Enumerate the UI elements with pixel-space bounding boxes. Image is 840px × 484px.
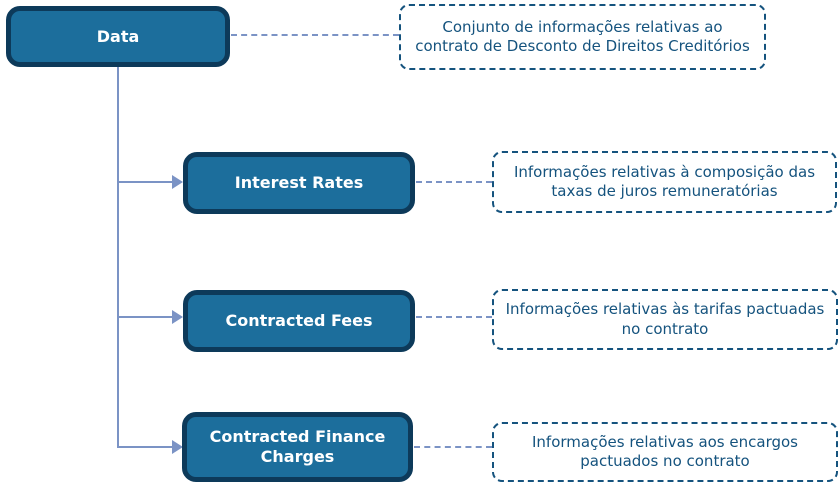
note-interest-rates-text: Informações relativas à composição das t… bbox=[513, 162, 816, 200]
note-connector-contracted-fees bbox=[416, 316, 492, 318]
note-interest-rates: Informações relativas à composição das t… bbox=[492, 151, 837, 213]
note-contracted-finance-charges: Informações relativas aos encargos pactu… bbox=[492, 422, 838, 482]
note-data: Conjunto de informações relativas ao con… bbox=[399, 4, 766, 70]
node-contracted-fees-label: Contracted Fees bbox=[225, 311, 373, 330]
node-contracted-finance-charges-label: Contracted Finance Charges bbox=[209, 427, 386, 466]
branch-line-contracted-fees bbox=[117, 316, 175, 318]
note-contracted-finance-charges-text: Informações relativas aos encargos pactu… bbox=[531, 432, 798, 470]
note-connector-data bbox=[231, 34, 399, 36]
node-interest-rates: Interest Rates bbox=[183, 152, 415, 214]
note-contracted-fees: Informações relativas às tarifas pactuad… bbox=[492, 289, 838, 350]
arrowhead-icon bbox=[172, 310, 183, 324]
node-data-label: Data bbox=[96, 26, 140, 46]
branch-line-contracted-finance-charges bbox=[117, 446, 175, 448]
note-data-text: Conjunto de informações relativas ao con… bbox=[415, 17, 750, 55]
root-vertical-connector-line bbox=[117, 66, 119, 448]
node-interest-rates-label: Interest Rates bbox=[234, 173, 364, 192]
node-contracted-fees: Contracted Fees bbox=[183, 290, 415, 352]
arrowhead-icon bbox=[172, 440, 183, 454]
arrowhead-icon bbox=[172, 175, 183, 189]
note-connector-contracted-finance-charges bbox=[414, 446, 492, 448]
node-data: Data bbox=[6, 6, 230, 67]
branch-line-interest-rates bbox=[117, 181, 175, 183]
note-connector-interest-rates bbox=[416, 181, 492, 183]
note-contracted-fees-text: Informações relativas às tarifas pactuad… bbox=[505, 300, 825, 338]
node-contracted-finance-charges: Contracted Finance Charges bbox=[182, 412, 413, 482]
